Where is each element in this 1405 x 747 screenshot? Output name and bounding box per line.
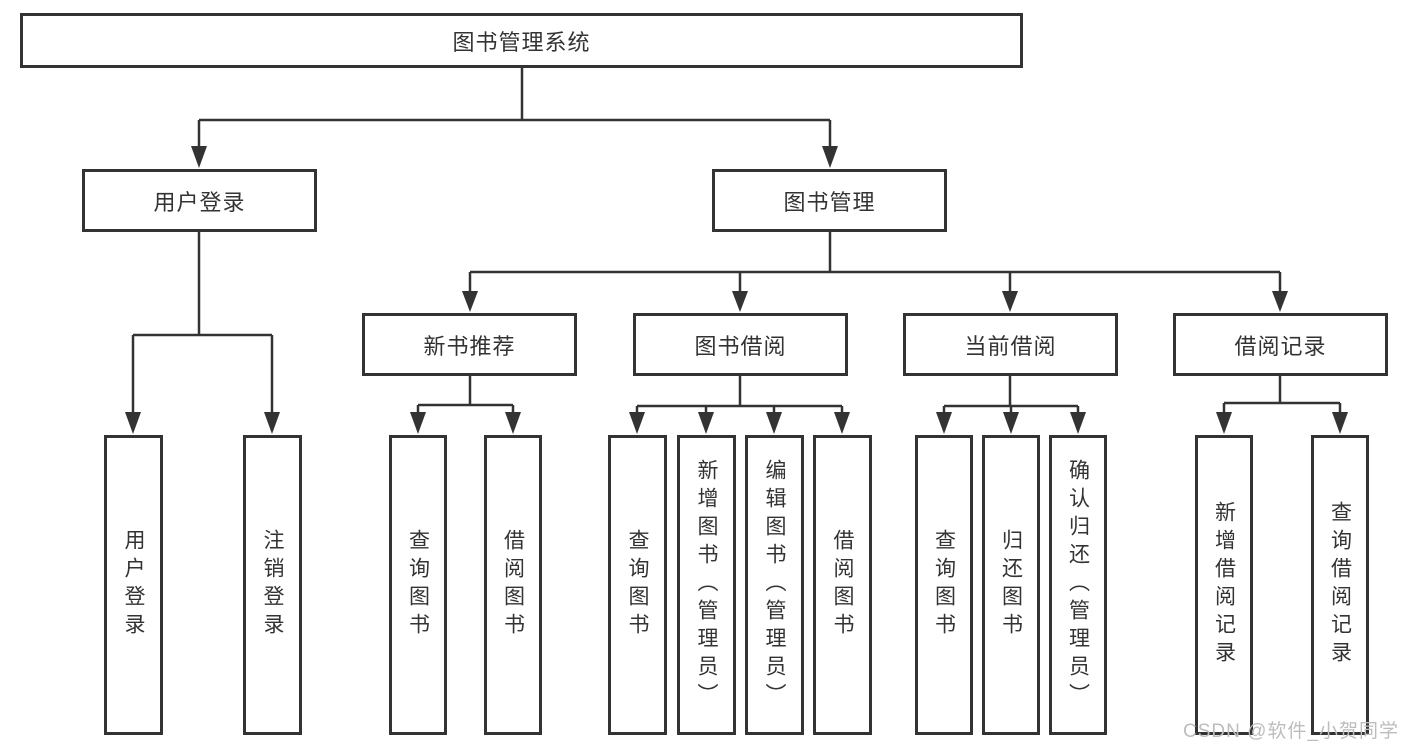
node-user-login: 用户登录 [82, 169, 317, 232]
leaf-nbr-query-books: 查询图书 [389, 435, 447, 735]
leaf-bb-borrow-books: 借阅图书 [813, 435, 872, 735]
leaf-logout: 注销登录 [243, 435, 302, 735]
leaf-bb-add-books-admin: 新增图书（管理员） [677, 435, 736, 735]
leaf-bb-query-books: 查询图书 [608, 435, 667, 735]
csdn-watermark: CSDN @软件_小贺同学 [1183, 721, 1399, 742]
leaf-cb-return-books: 归还图书 [982, 435, 1040, 735]
leaf-nbr-borrow-books: 借阅图书 [484, 435, 542, 735]
leaf-cb-query-books: 查询图书 [915, 435, 973, 735]
arrowheads [125, 146, 1348, 434]
node-book-borrow: 图书借阅 [633, 313, 848, 376]
node-book-management: 图书管理 [712, 169, 947, 232]
leaf-cb-confirm-return-admin: 确认归还（管理员） [1049, 435, 1107, 735]
leaf-br-query-record: 查询借阅记录 [1311, 435, 1369, 735]
leaf-bb-edit-books-admin: 编辑图书（管理员） [745, 435, 804, 735]
leaf-br-add-record: 新增借阅记录 [1195, 435, 1253, 735]
node-current-borrow: 当前借阅 [903, 313, 1118, 376]
node-borrow-records: 借阅记录 [1173, 313, 1388, 376]
node-library-management-system: 图书管理系统 [20, 13, 1023, 68]
node-new-book-recommend: 新书推荐 [362, 313, 577, 376]
leaf-user-login: 用户登录 [104, 435, 163, 735]
